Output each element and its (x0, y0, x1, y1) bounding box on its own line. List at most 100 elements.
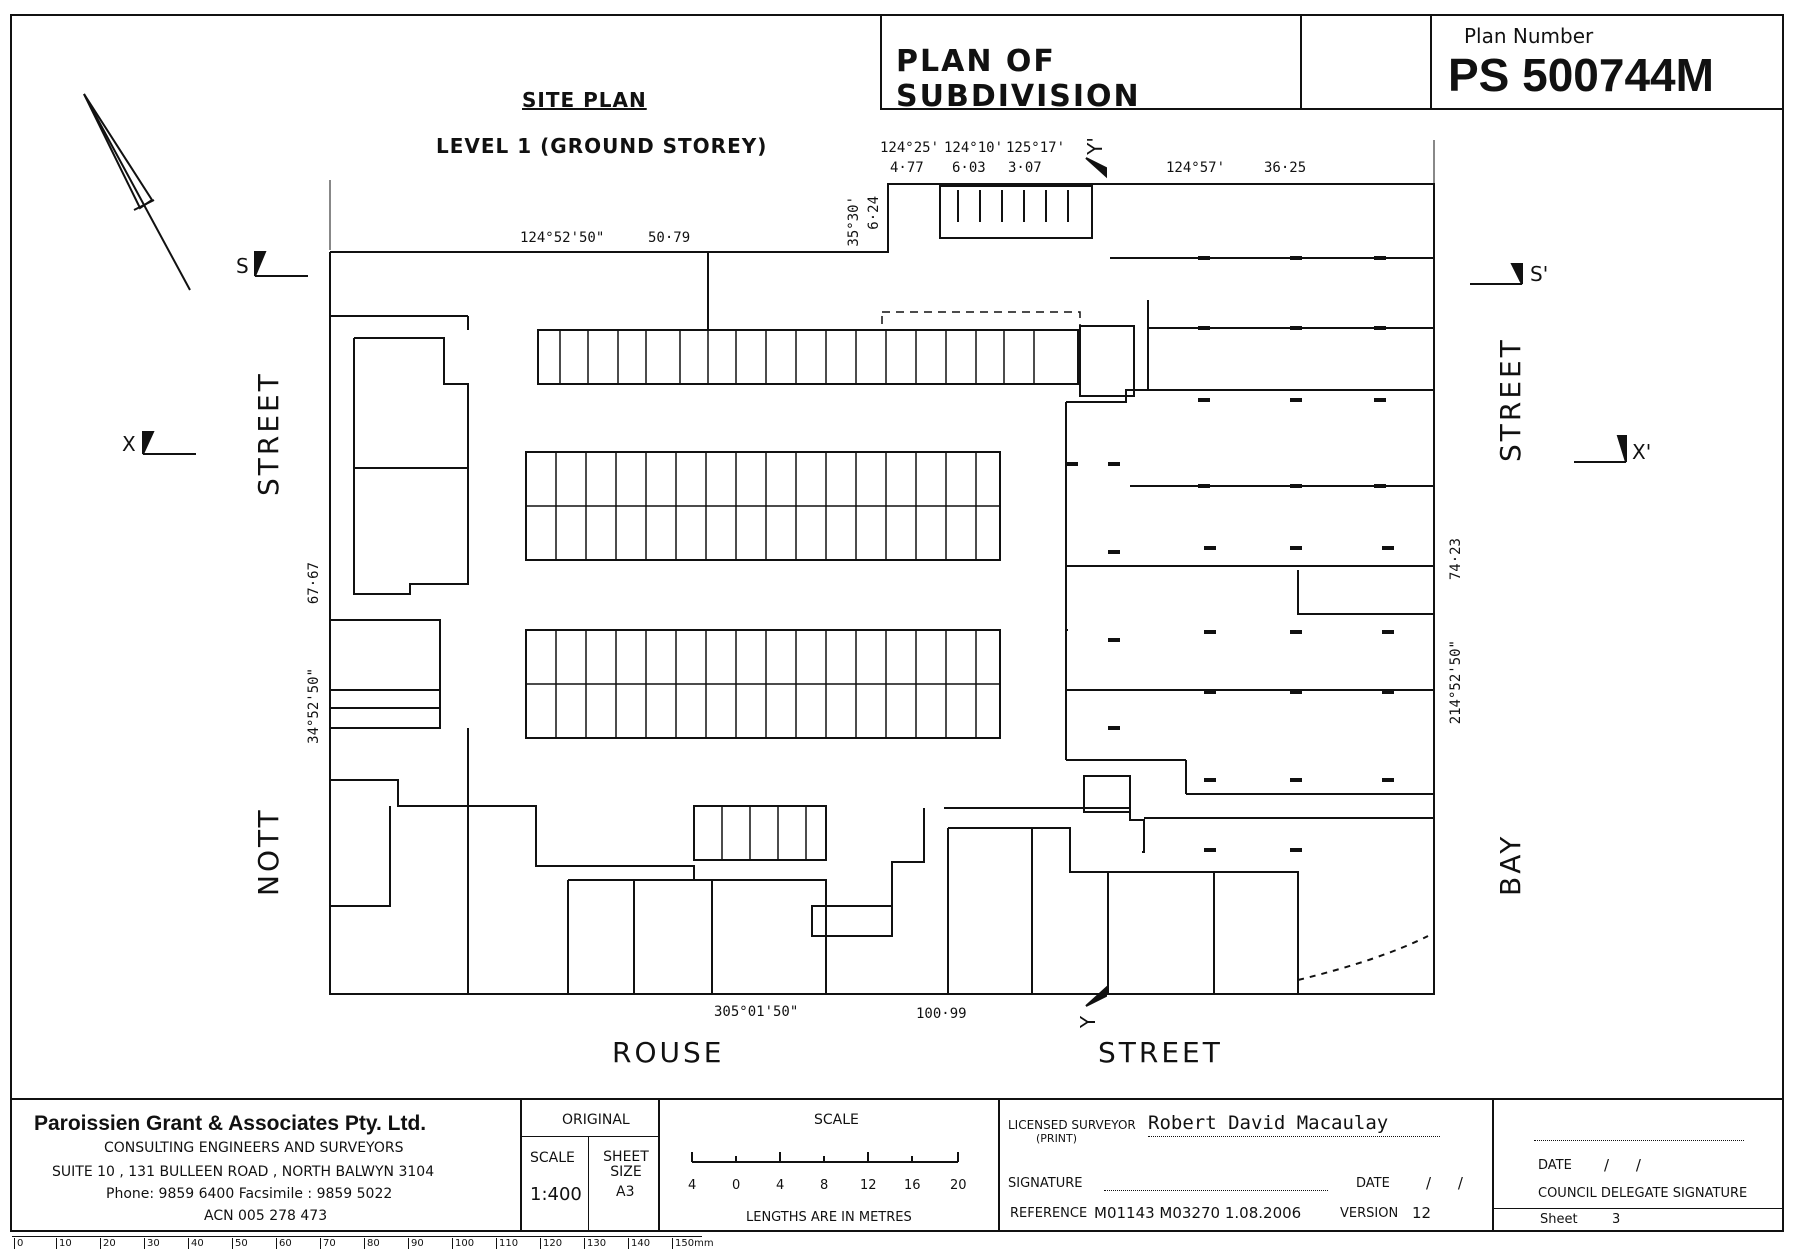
council-delegate-label: COUNCIL DELEGATE SIGNATURE (1538, 1186, 1748, 1201)
licensed-surveyor-label: LICENSED SURVEYOR (1008, 1118, 1136, 1132)
dim-length-a: 4·77 (890, 160, 924, 176)
section-mark-y: Y (1076, 1015, 1101, 1029)
ruler-tick: 110 (496, 1238, 518, 1249)
reference-label: REFERENCE (1010, 1206, 1088, 1221)
site-plan-heading: SITE PLAN (522, 88, 647, 112)
dim-bottom-length: 100·99 (916, 1006, 967, 1022)
dim-length-b: 6·03 (952, 160, 986, 176)
scale-tick: 4 (688, 1178, 697, 1193)
plan-number-cell: Plan Number PS 500744M (1432, 14, 1786, 110)
original-scale-cell: ORIGINAL SCALE 1:400 SHEET SIZE A3 (522, 1098, 660, 1232)
ruler-tick: 10 (56, 1238, 72, 1249)
scale-value: 1:400 (530, 1184, 582, 1205)
dim-notch-length: 6·24 (866, 196, 882, 230)
surveyor-name: Robert David Macaulay (1148, 1112, 1389, 1134)
scale-tick: 16 (904, 1178, 921, 1193)
ruler-tick: 40 (188, 1238, 204, 1249)
level-heading: LEVEL 1 (GROUND STOREY) (436, 134, 768, 158)
ruler-tick: 30 (144, 1238, 160, 1249)
plan-number-label: Plan Number (1464, 24, 1594, 48)
date-label: DATE (1356, 1176, 1390, 1191)
street-label-nott: NOTT (252, 807, 285, 896)
dim-left-length: 67·67 (306, 562, 322, 605)
section-mark-s-prime: S' (1530, 262, 1549, 286)
section-mark-x-prime: X' (1632, 440, 1652, 464)
dim-right-bearing: 214°52'50" (1448, 640, 1464, 725)
print-label: (PRINT) (1036, 1132, 1078, 1145)
footer-block: Paroissien Grant & Associates Pty. Ltd. … (10, 1098, 1784, 1232)
dim-bottom-bearing: 305°01'50" (714, 1004, 799, 1020)
street-label-right-top: STREET (1494, 337, 1527, 462)
ruler-tick: 130 (584, 1238, 606, 1249)
scale-tick: 0 (732, 1178, 741, 1193)
company-acn: ACN 005 278 473 (204, 1208, 328, 1224)
site-plan-drawing (142, 140, 1627, 1007)
council-date-value: / / (1604, 1156, 1641, 1174)
council-date-label: DATE (1538, 1158, 1572, 1173)
scale-heading: SCALE (814, 1112, 859, 1128)
signature-label: SIGNATURE (1008, 1176, 1083, 1191)
dim-length-c: 3·07 (1008, 160, 1042, 176)
dim-bearing-b: 124°10' (944, 140, 1004, 156)
ruler-tick: 90 (408, 1238, 424, 1249)
ruler-tick: 140 (628, 1238, 650, 1249)
version-label: VERSION (1340, 1206, 1399, 1221)
dim-length-d: 36·25 (1264, 160, 1307, 176)
dim-top-bearing-1: 124°52'50" (520, 230, 605, 246)
scale-tick: 12 (860, 1178, 877, 1193)
street-label-bay: BAY (1494, 833, 1527, 896)
dim-bearing-a: 124°25' (880, 140, 940, 156)
ruler-tick: 60 (276, 1238, 292, 1249)
sheet-size-value: A3 (616, 1184, 635, 1200)
plan-number: PS 500744M (1448, 49, 1714, 101)
dim-left-bearing: 34°52'50" (306, 668, 322, 744)
company-sub: CONSULTING ENGINEERS AND SURVEYORS (104, 1140, 404, 1156)
ruler-tick: 50 (232, 1238, 248, 1249)
scale-bar-cell: SCALE 4 0 4 8 12 16 20 LENGTHS ARE IN ME… (660, 1098, 1000, 1232)
street-label-rouse: ROUSE (612, 1036, 725, 1069)
original-label: ORIGINAL (562, 1112, 630, 1128)
scale-label: SCALE (530, 1150, 575, 1166)
scale-units: LENGTHS ARE IN METRES (746, 1210, 912, 1225)
sheet-label: Sheet (1540, 1212, 1578, 1227)
sheet-value: 3 (1612, 1212, 1621, 1227)
scale-tick: 8 (820, 1178, 829, 1193)
reference-value: M01143 M03270 1.08.2006 (1094, 1204, 1302, 1222)
street-label-left-top: STREET (252, 371, 285, 496)
blank-title-cell (1302, 14, 1432, 110)
company-address: SUITE 10 , 131 BULLEEN ROAD , NORTH BALW… (52, 1164, 435, 1180)
scale-tick: 4 (776, 1178, 785, 1193)
dim-bearing-d: 124°57' (1166, 160, 1226, 176)
scale-bar (691, 1152, 959, 1163)
company-cell: Paroissien Grant & Associates Pty. Ltd. … (10, 1098, 522, 1232)
version-value: 12 (1412, 1204, 1432, 1222)
ruler-tick: 80 (364, 1238, 380, 1249)
title-block: PLAN OF SUBDIVISION Plan Number PS 50074… (880, 14, 1786, 114)
council-cell: DATE / / COUNCIL DELEGATE SIGNATURE Shee… (1494, 1098, 1784, 1232)
dim-notch-bearing: 35°30' (846, 196, 862, 247)
date-value: / / (1426, 1174, 1463, 1192)
ruler-tick: 0 (14, 1238, 23, 1249)
ruler-tick: 120 (540, 1238, 562, 1249)
street-label-bottom-right: STREET (1098, 1036, 1223, 1069)
ruler-tick: 150mm (672, 1238, 714, 1249)
plan-title: PLAN OF SUBDIVISION (896, 44, 1141, 114)
scale-tick: 20 (950, 1178, 967, 1193)
section-mark-y-prime: Y' (1082, 137, 1107, 155)
plan-title-cell: PLAN OF SUBDIVISION (882, 14, 1302, 114)
dim-right-length: 74·23 (1448, 538, 1464, 581)
surveyor-cell: LICENSED SURVEYOR (PRINT) Robert David M… (1000, 1098, 1494, 1232)
drawing-frame (10, 14, 1784, 1232)
dim-top-length-1: 50·79 (648, 230, 691, 246)
mm-ruler: 0 10 20 30 40 50 60 70 80 90 100 110 120… (12, 1236, 714, 1253)
section-mark-x: X (122, 432, 136, 456)
north-arrow-icon (83, 93, 191, 291)
ruler-tick: 100 (452, 1238, 474, 1249)
dim-bearing-c: 125°17' (1006, 140, 1066, 156)
ruler-tick: 20 (100, 1238, 116, 1249)
company-phone: Phone: 9859 6400 Facsimile : 9859 5022 (106, 1186, 393, 1202)
ruler-tick: 70 (320, 1238, 336, 1249)
company-name: Paroissien Grant & Associates Pty. Ltd. (34, 1112, 427, 1135)
sheet-size-label: SHEET SIZE (603, 1149, 649, 1180)
section-mark-s: S (236, 254, 249, 278)
